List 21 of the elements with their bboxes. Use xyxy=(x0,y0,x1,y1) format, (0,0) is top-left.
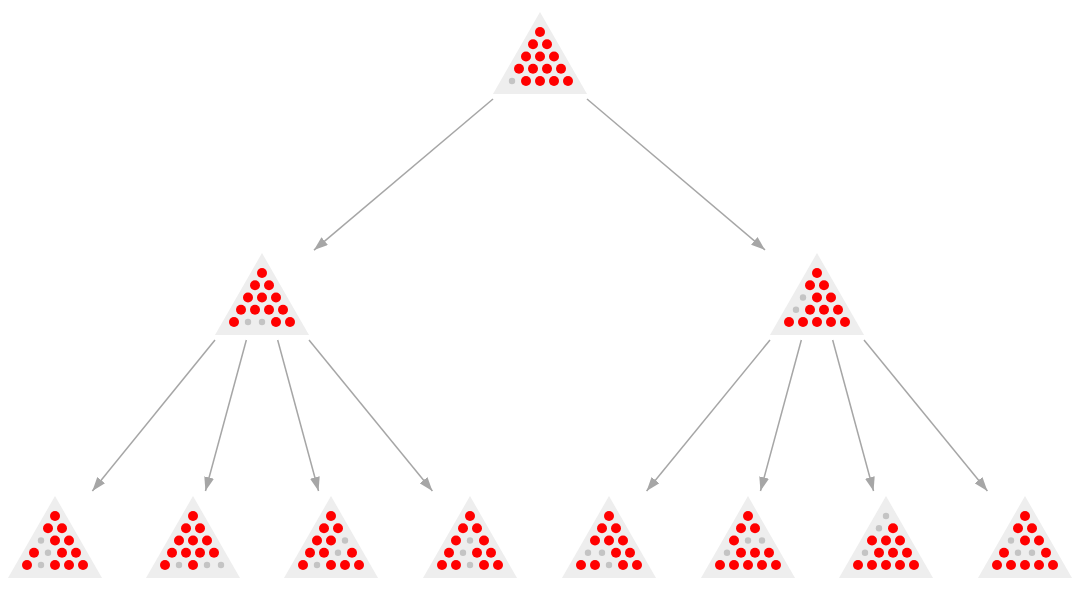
peg-board xyxy=(423,496,517,578)
peg-board xyxy=(146,496,240,578)
arrow xyxy=(91,339,216,492)
peg-board xyxy=(701,496,795,578)
arrow xyxy=(313,98,494,251)
peg-board xyxy=(770,253,864,335)
arrow xyxy=(308,339,434,492)
arrow xyxy=(276,339,320,492)
arrow xyxy=(645,339,771,492)
arrow xyxy=(204,339,248,492)
peg-board xyxy=(8,496,102,578)
peg-board xyxy=(839,496,933,578)
arrow xyxy=(863,339,989,492)
peg-board xyxy=(562,496,656,578)
arrow xyxy=(759,339,803,492)
peg-board xyxy=(493,12,587,94)
peg-board xyxy=(215,253,309,335)
peg-board xyxy=(284,496,378,578)
arrow xyxy=(586,98,766,251)
arrow xyxy=(831,339,875,492)
peg-board xyxy=(978,496,1072,578)
